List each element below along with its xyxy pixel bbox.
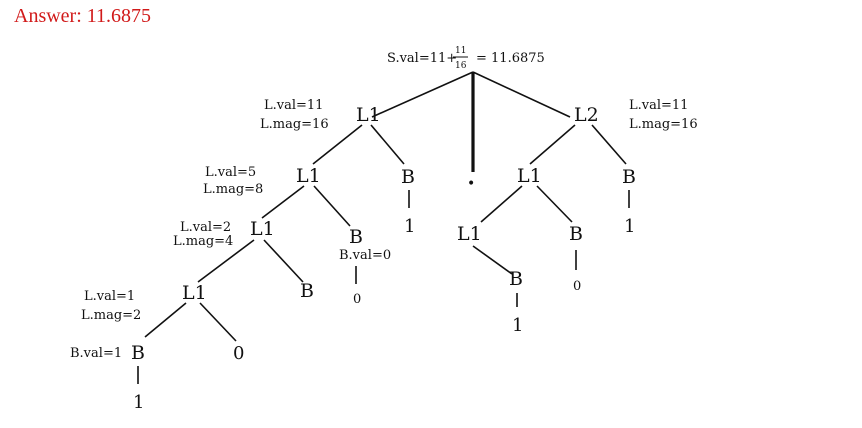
annotation-l1-lvl2-val: L.val=5 [205, 165, 256, 180]
annotation-b-lvl3-val: B.val=0 [339, 248, 391, 263]
node-l1-level2-left: L1 [296, 165, 321, 187]
node-l1-top: L1 [356, 104, 381, 126]
edge-l1top-l1 [312, 124, 363, 165]
annotation-l1-lvl3-mag: L.mag=4 [173, 234, 233, 249]
node-b-level2-left: B [401, 166, 415, 188]
leaf-zero-b: 0 [573, 279, 581, 294]
node-b-level5: B [131, 342, 145, 364]
node-b-under-l1-right: B [509, 268, 523, 290]
node-l1-level3-left: L1 [250, 218, 275, 240]
root-fraction-numerator: 11 [455, 46, 466, 56]
edge-l1lvl4-b [144, 302, 187, 338]
node-b-level4: B [300, 280, 314, 302]
edge-l2-l1 [529, 124, 576, 165]
annotation-l1-lvl4-mag: L.mag=2 [81, 308, 141, 323]
node-b-level3-left: B [349, 226, 363, 248]
annotation-l2-top-mag: L.mag=16 [629, 117, 698, 132]
node-l1-level3-right: L1 [457, 223, 482, 245]
leaf-one-a: 1 [404, 216, 415, 237]
edge-l1top-b [370, 124, 405, 165]
leaf-one-b: 1 [624, 216, 635, 237]
annotation-l1-top-val: L.val=11 [264, 98, 323, 113]
node-l2-top: L2 [574, 104, 599, 126]
root-expression-suffix: = 11.6875 [476, 51, 545, 66]
edge-root-l1 [371, 71, 474, 118]
annotation-l1-lvl2-mag: L.mag=8 [203, 182, 263, 197]
node-l1-level4: L1 [182, 282, 207, 304]
annotation-l1-lvl3-val: L.val=2 [180, 220, 231, 235]
root-dot: • [467, 176, 475, 192]
edge-l1lvl3-l1 [197, 239, 255, 283]
annotation-l2-top-val: L.val=11 [629, 98, 688, 113]
leaf-zero-a: 0 [353, 292, 361, 307]
annotation-b-lvl5-val: B.val=1 [70, 346, 122, 361]
edge-l1lvl4-zero [199, 302, 237, 342]
root-fraction-denominator: 16 [455, 61, 467, 71]
edge-l1lvl2-b [313, 185, 351, 227]
node-b-level3-right: B [569, 223, 583, 245]
edge-l1lvl3r-b [472, 245, 513, 275]
edge-l1lvl2-l1 [261, 185, 305, 219]
edge-l2-b [591, 124, 627, 165]
edge-l1lvl3-b [263, 239, 304, 283]
annotation-l1-top-mag: L.mag=16 [260, 117, 329, 132]
edge-l1r-l1 [480, 185, 523, 223]
edge-root-l2 [472, 71, 571, 118]
annotation-l1-lvl4-val: L.val=1 [84, 289, 135, 304]
leaf-one-c: 1 [512, 315, 523, 336]
node-l1-level2-right: L1 [517, 165, 542, 187]
root-expression-prefix: S.val=11+ [387, 51, 457, 66]
leaf-one-d: 1 [133, 392, 144, 413]
answer-text: Answer: 11.6875 [14, 5, 151, 27]
leaf-zero-c: 0 [233, 343, 244, 364]
edge-l1r-b [536, 185, 573, 223]
node-b-level2-right: B [622, 166, 636, 188]
